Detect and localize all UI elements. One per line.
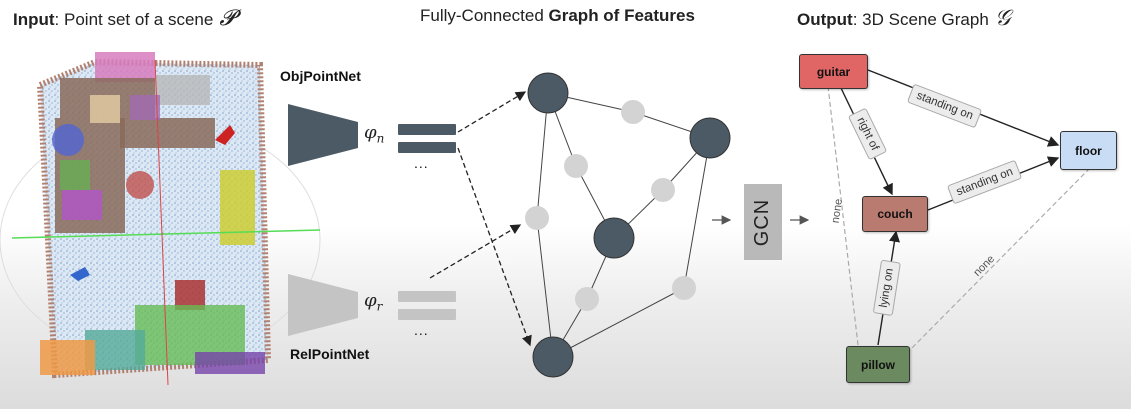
- rel-feature-bar-2: [398, 309, 456, 320]
- phi-r-symbol: φr: [364, 290, 383, 314]
- gcn-block: GCN: [744, 184, 782, 260]
- scene-graph-symbol: 𝒢: [994, 6, 1011, 31]
- phi-n-symbol: φn: [364, 122, 385, 146]
- node-floor: floor: [1060, 131, 1117, 170]
- object-node: [532, 336, 574, 378]
- point-cloud-scene-image: [0, 52, 321, 386]
- relpointnet-encoder-shape: [288, 274, 358, 336]
- objpointnet-encoder-shape: [288, 104, 358, 166]
- relation-node: [672, 276, 696, 300]
- rel-features-ellipsis: ...: [414, 322, 429, 338]
- obj-feature-bar-1: [398, 124, 456, 135]
- objpointnet-label: ObjPointNet: [280, 68, 361, 84]
- obj-features-ellipsis: ...: [414, 155, 429, 171]
- relation-node: [525, 206, 549, 230]
- obj-to-node-arrow: [457, 147, 532, 347]
- relation-node: [564, 154, 588, 178]
- obj-to-node-arrow: [457, 91, 527, 133]
- relpointnet-label: RelPointNet: [290, 346, 370, 362]
- rel-to-edge-arrow: [429, 224, 522, 279]
- object-node: [593, 217, 635, 259]
- edge-floor-pillow: [907, 167, 1091, 353]
- relation-node: [651, 178, 675, 202]
- obj-feature-bar-2: [398, 142, 456, 153]
- graph-heading: Fully-Connected Graph of Features: [420, 6, 695, 25]
- node-guitar: guitar: [799, 54, 868, 89]
- relation-node: [621, 100, 645, 124]
- object-node: [689, 117, 731, 159]
- relation-node: [575, 287, 599, 311]
- edge-guitar-pillow: [827, 85, 859, 346]
- point-set-symbol: 𝓟: [219, 6, 236, 31]
- node-couch: couch: [862, 196, 928, 232]
- node-pillow: pillow: [846, 346, 910, 383]
- object-node: [527, 72, 569, 114]
- rel-feature-bar-1: [398, 291, 456, 302]
